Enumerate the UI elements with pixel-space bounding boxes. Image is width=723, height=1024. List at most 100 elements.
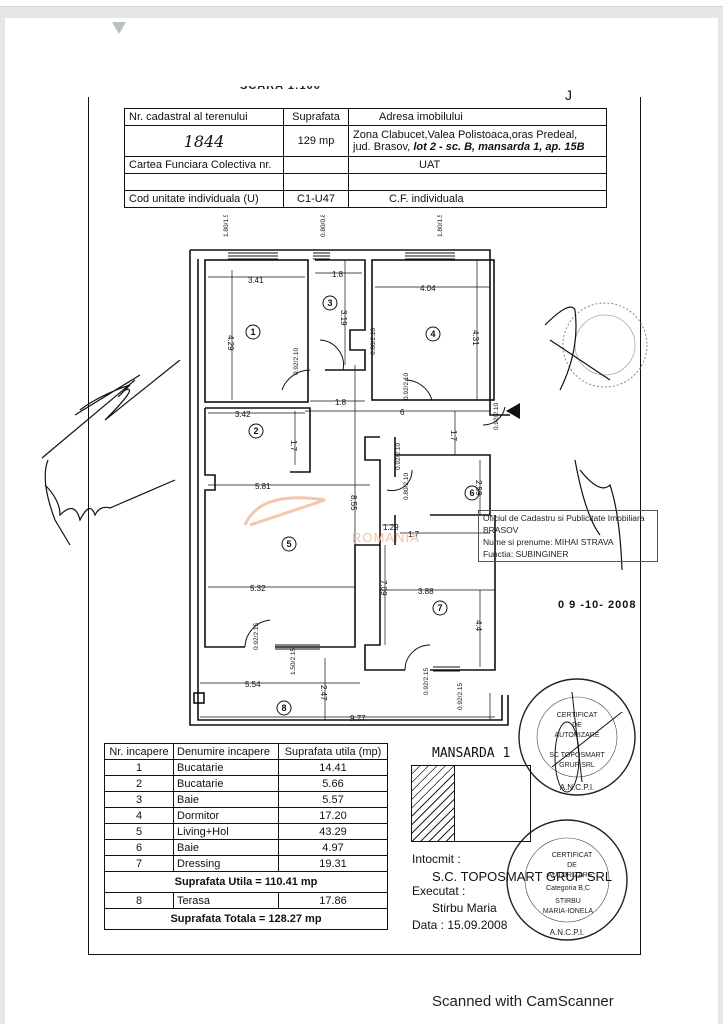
floor-plan: 3.41 4.29 1.8 3.19 4.04 4.31 3.42 1.7 1.… [189,215,520,726]
room-label-6: 6 [469,488,474,498]
svg-text:STIRBU: STIRBU [555,898,581,905]
dim-terrace-total: 9.77 [350,714,366,723]
watermark-logo [243,496,326,527]
col-header-nr: Nr. incapere [104,743,174,760]
room-nr: 5 [104,823,174,840]
room-nr: 2 [104,775,174,792]
room-label-1: 1 [250,327,255,337]
ocpi-stamp-name: Nume si prenume: MIHAI STRAVA [483,537,614,547]
dim-r7-width: 3.88 [418,587,434,596]
room-nr: 7 [104,855,174,872]
camscanner-footer: Scanned with CamScanner [432,993,614,1010]
address-unit: lot 2 - sc. B, mansarda 1, ap. 15B [413,141,585,153]
document-frame [88,97,641,955]
svg-text:A.N.C.P.I.: A.N.C.P.I. [550,928,585,937]
address-line2: jud. Brasov, [353,141,411,153]
room-label-2: 2 [253,426,258,436]
room-area: 5.66 [278,775,388,792]
col-header-name: Denumire incapere [173,743,279,760]
window-dim-left: 1.80/1.50 [223,215,230,237]
cod-unitate-value: C1-U47 [283,190,349,208]
date-line: Data : 15.09.2008 [412,918,508,932]
cod-unitate-label: Cod unitate individuala (U) [124,190,284,208]
signature-right [574,459,623,571]
room-nr: 8 [104,892,174,909]
room-area: 14.41 [278,759,388,776]
dim-r7-height: 4.4 [474,620,483,632]
executor-name: Stirbu Maria [432,901,497,915]
col-header-area: Suprafata utila (mp) [278,743,388,760]
cadastral-nr-value: 1844 [124,125,284,157]
dim-r3-width: 1.8 [332,270,344,279]
room-area: 17.20 [278,807,388,824]
dim-corr-width: 1.29 [383,523,399,532]
cf-label: C.F. individuala [348,190,607,208]
window-dim-right: 1.80/1.50 [437,215,444,237]
dim-r5-height: 8.55 [349,495,358,511]
mansarda-locator [411,765,531,842]
room-name: Dressing [173,855,279,872]
stamp-round-faded [544,302,648,391]
dim-r6-height: 2.59 [474,480,483,496]
svg-text:GRUP SRL: GRUP SRL [559,762,595,769]
empty-cell [283,173,349,191]
door-dim-r4: 0.92/2.10 [403,373,410,400]
room-area: 43.29 [278,823,388,840]
window-dim-r7: 0.92/2.15 [457,683,464,710]
svg-text:CERTIFICAT: CERTIFICAT [557,712,598,719]
room-name: Bucatarie [173,775,279,792]
room-label-8: 8 [281,703,286,713]
door-dim-corr: 0.92/2.10 [395,443,402,470]
address-header: Adresa imobilului [348,108,607,126]
door-dim-entry: 0.92/2.10 [493,403,500,430]
dim-terrace-depth: 2.47 [319,685,328,701]
page-marker-icon [112,22,126,34]
room-name: Baie [173,791,279,808]
watermark-text: ROMANIA [352,530,420,545]
ocpi-stamp: Oficiul de Cadastru si Publicitate Imobi… [478,510,658,562]
company-name: S.C. TOPOSMART GRUP SRL [432,869,613,884]
svg-text:AUTORIZARE: AUTORIZARE [548,872,593,879]
room-label-4: 4 [430,329,435,339]
cadastral-nr-header: Nr. cadastral al terenului [124,108,284,126]
dim-r4-width: 4.04 [420,284,436,293]
door-dim-r6: 0.80/2.10 [403,473,410,500]
area-header: Suprafata [283,108,349,126]
ocpi-stamp-office: Oficiul de Cadastru si Publicitate Imobi… [483,513,645,535]
rooms-table: Nr. incapere Denumire incapere Suprafata… [104,743,388,930]
dim-hall-width: 1.8 [335,398,347,407]
room-name: Baie [173,839,279,856]
cadastral-table: Nr. cadastral al terenului Suprafata Adr… [124,108,607,208]
room-name: Bucatarie [173,759,279,776]
subtotal-row: Suprafata Utila = 110.41 mp [104,871,388,893]
svg-text:MARIA-IONELA: MARIA-IONELA [543,908,594,915]
svg-text:DE: DE [567,862,577,869]
room-name: Terasa [173,892,279,909]
uat-label: UAT [348,156,607,174]
scale-label: SCARA 1:100 [240,80,321,92]
ocpi-stamp-function: Functia: SUBINGINER [483,549,569,559]
window-dim-mid: 0.80/0.80 [320,215,327,237]
executat-label: Executat : [412,884,466,898]
room-area: 5.57 [278,791,388,808]
ocpi-stamp-date: 0 9 -10- 2008 [558,599,637,611]
dim-terrace-width: 5.54 [245,680,261,689]
dim-hall-long: 6 [400,408,405,417]
room-area: 4.97 [278,839,388,856]
dim-r5-width-bottom: 5.32 [250,584,266,593]
window-dim-terrace: 1.50/2.15 [290,648,297,675]
address-line1: Zona Clabucet,Valea Polistoaca,oras Pred… [353,129,578,141]
address-value: Zona Clabucet,Valea Polistoaca,oras Pred… [348,125,607,157]
door-dim-r1: 0.92/2.10 [293,348,300,375]
svg-text:DE: DE [572,722,582,729]
check-mark: J [565,87,572,103]
entry-arrow-icon [506,403,520,419]
carte-funciara-value [283,156,349,174]
total-row: Suprafata Totala = 128.27 mp [104,908,388,930]
room-name: Dormitor [173,807,279,824]
